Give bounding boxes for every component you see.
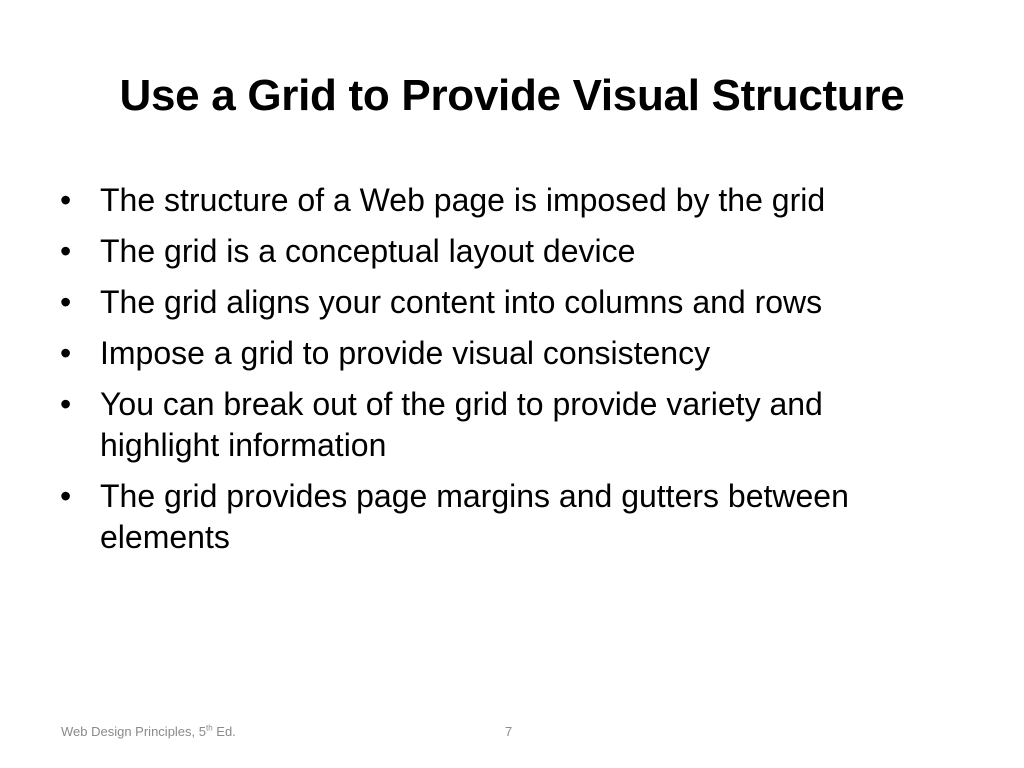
bullet-item: • The grid provides page margins and gut… xyxy=(60,476,940,558)
bullet-text: Impose a grid to provide visual consiste… xyxy=(100,335,711,371)
bullet-item: • Impose a grid to provide visual consis… xyxy=(60,333,940,374)
footer-superscript: th xyxy=(206,723,213,733)
page-number: 7 xyxy=(505,724,513,739)
bullet-text: The grid is a conceptual layout device xyxy=(100,233,636,269)
footer-text-prefix: Web Design Principles, 5 xyxy=(61,724,206,739)
bullet-icon: • xyxy=(60,335,72,371)
footer-text-suffix: Ed. xyxy=(212,724,236,739)
bullet-text: The grid aligns your content into column… xyxy=(100,284,823,320)
bullet-text: The grid provides page margins and gutte… xyxy=(100,478,849,555)
bullet-item: • The structure of a Web page is imposed… xyxy=(60,180,940,221)
bullet-text: You can break out of the grid to provide… xyxy=(100,386,823,463)
bullet-icon: • xyxy=(60,284,72,320)
bullet-item: • The grid is a conceptual layout device xyxy=(60,231,940,272)
bullet-item: • You can break out of the grid to provi… xyxy=(60,384,940,466)
bullet-item: • The grid aligns your content into colu… xyxy=(60,282,940,323)
bullet-icon: • xyxy=(60,478,72,514)
bullet-icon: • xyxy=(60,182,72,218)
bullet-icon: • xyxy=(60,233,72,269)
bullet-text: The structure of a Web page is imposed b… xyxy=(100,182,826,218)
bullet-list: • The structure of a Web page is imposed… xyxy=(60,180,940,568)
bullet-icon: • xyxy=(60,386,72,422)
slide-title: Use a Grid to Provide Visual Structure xyxy=(119,71,905,120)
footer-book-title: Web Design Principles, 5th Ed. xyxy=(61,723,236,741)
